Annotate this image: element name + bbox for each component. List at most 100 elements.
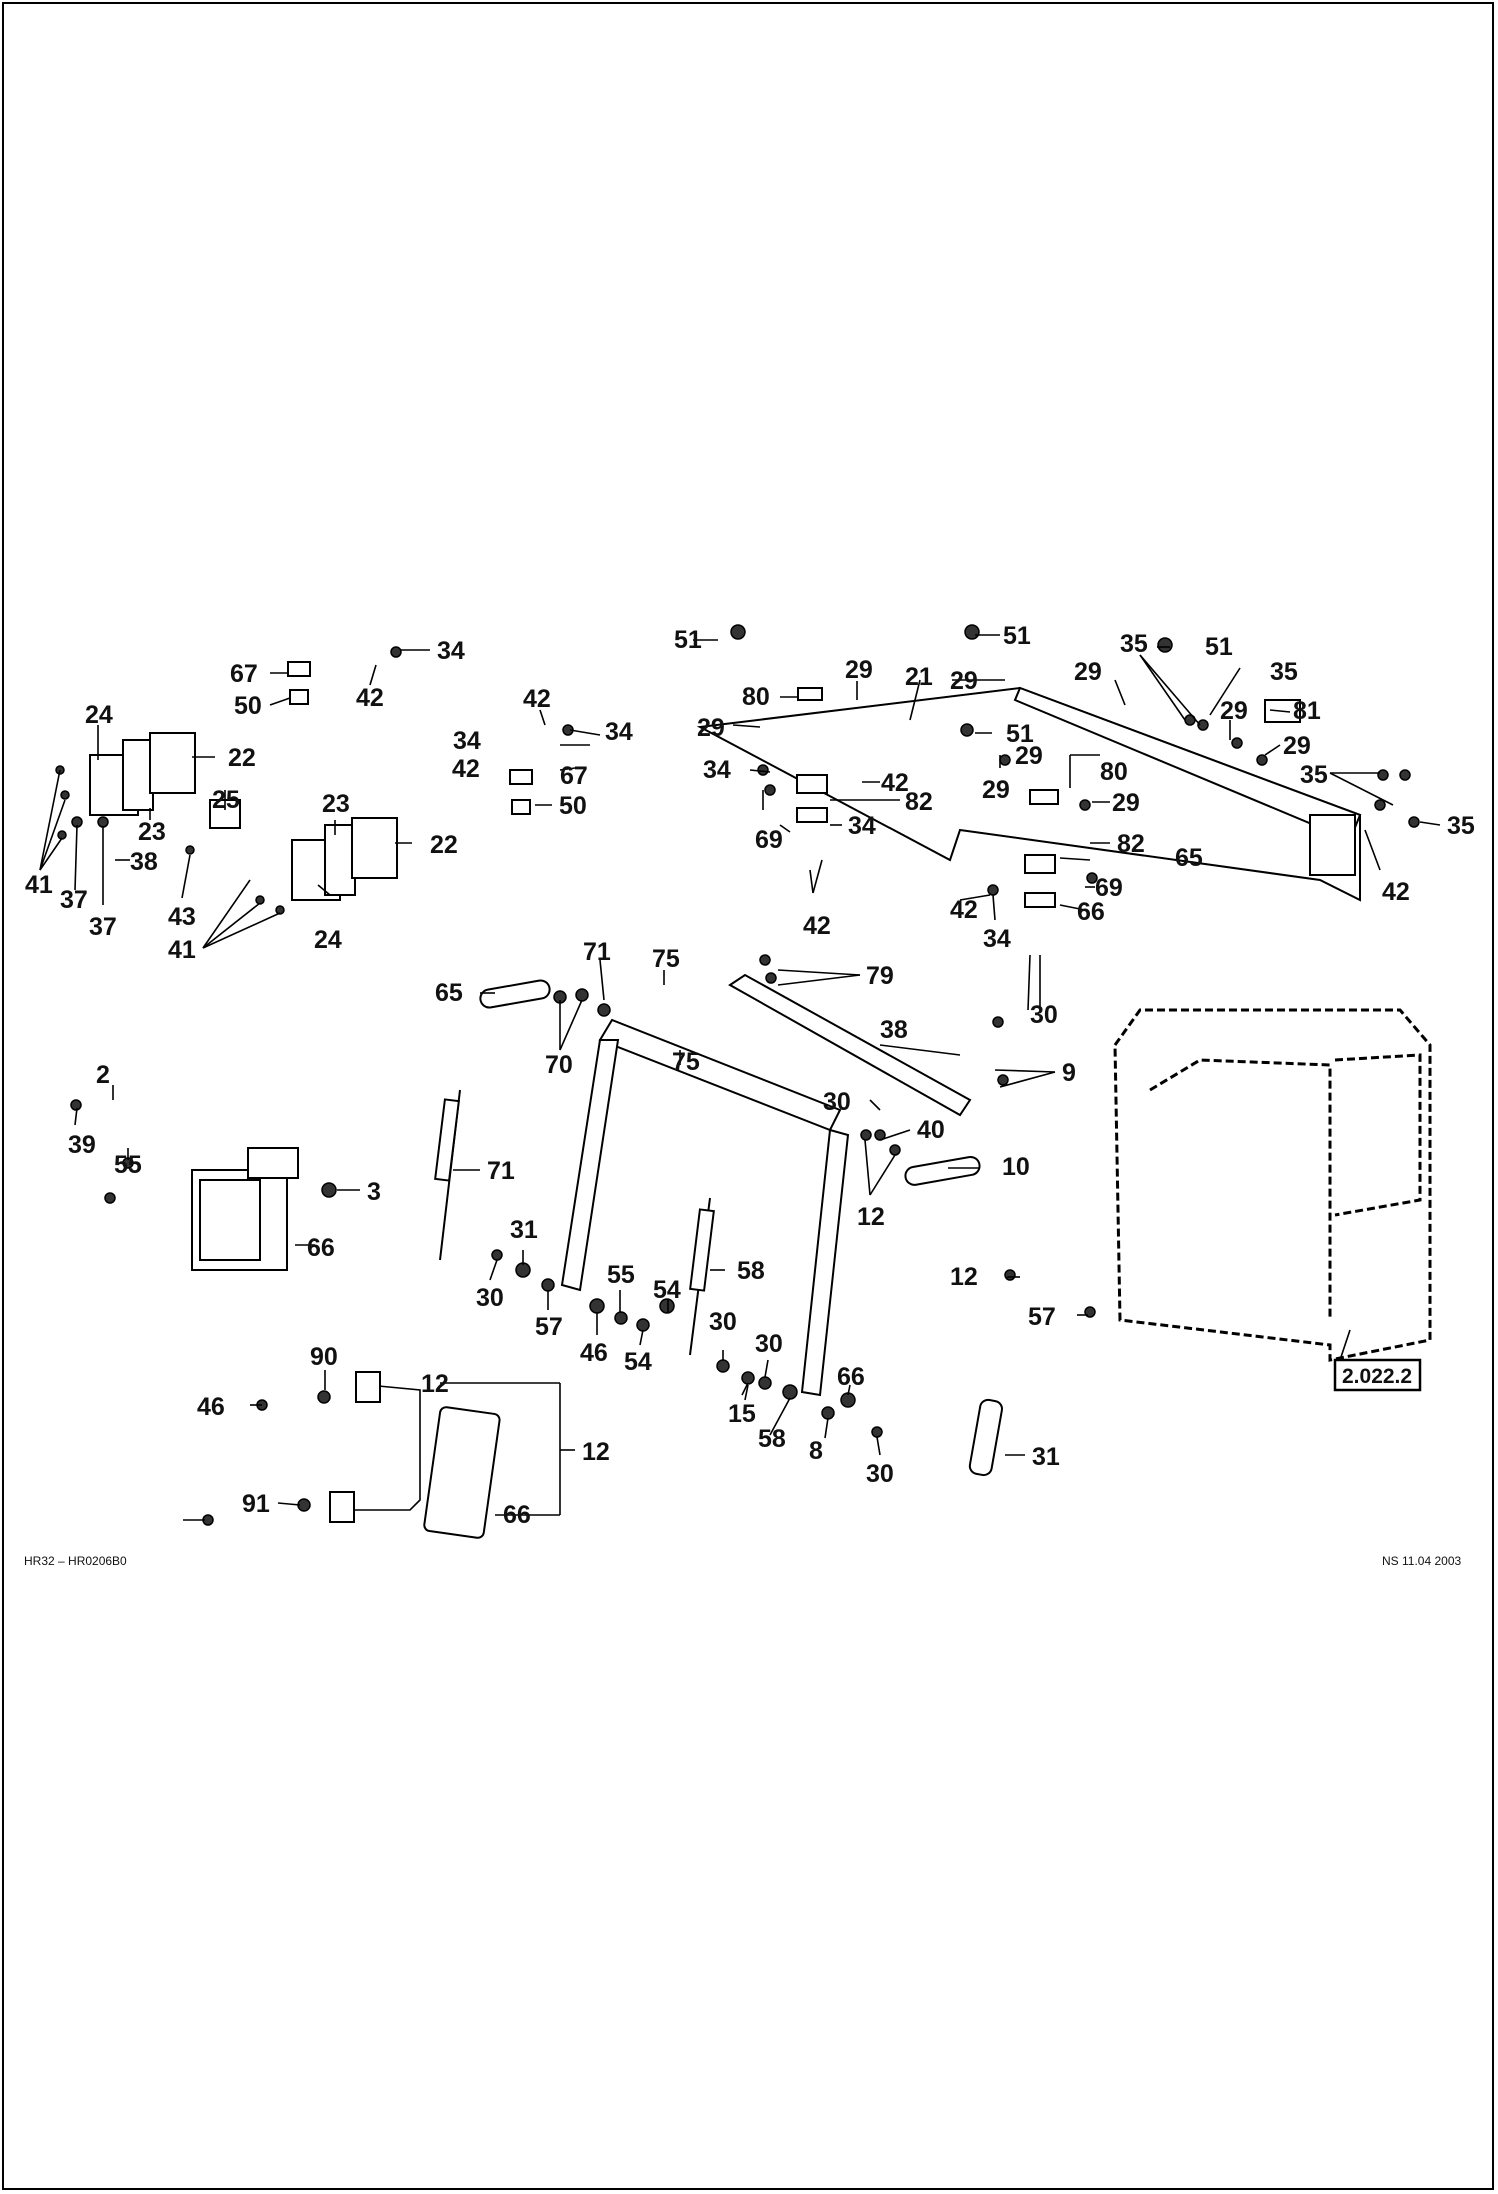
callout-10: 66 [307,1234,335,1262]
fasteners [55,624,1420,1526]
callout-34e: 82 [1117,830,1145,858]
mirror-clamp-lower [329,1491,355,1523]
callout-75b: 9 [1062,1059,1076,1087]
callout-3: 10 [1002,1153,1030,1181]
callout-23a: 23 [138,818,166,846]
callout-39: 55 [114,1151,142,1179]
callout-57b: 30 [709,1308,737,1336]
gas-strut-55b-body [689,1208,715,1292]
callout-69a: 34 [848,812,876,840]
callout-80a: 80 [742,683,770,711]
callout-43: 43 [168,903,196,931]
callout-34d: 34 [703,756,731,784]
callout-29e: 29 [697,714,725,742]
mount-67a [287,661,311,677]
callout-79: 65 [435,979,463,1007]
callout-54a: 12 [950,1263,978,1291]
callout-35d: 35 [1447,812,1475,840]
frame-left-leg [560,1039,620,1292]
callout-31b: 30 [866,1460,894,1488]
callout-57a: 54 [653,1276,681,1304]
callout-29h: 29 [982,776,1010,804]
clip-69b [1024,892,1056,908]
callout-38a: 38 [130,848,158,876]
callout-81: 81 [1293,697,1321,725]
gas-strut-55a-body [434,1098,460,1182]
callout-75a: 79 [866,962,894,990]
speaker-22b [351,817,398,879]
callout-29i: 29 [1112,789,1140,817]
mount-50b [511,799,531,815]
callout-51b: 51 [1003,622,1031,650]
callout-29g: 29 [1283,732,1311,760]
clip-69a [796,807,828,823]
callout-82b: 65 [1175,844,1203,872]
callout-25: 25 [212,786,240,814]
callout-55b: 58 [737,1257,765,1285]
callout-42c: 42 [452,755,480,783]
footer-right: NS 11.04 2003 [1382,1554,1461,1568]
callout-29a: 29 [845,656,873,684]
reference-box-label: 2.022.2 [1342,1365,1412,1388]
callout-30a: 70 [545,1051,573,1079]
callout-42d: 42 [881,769,909,797]
callout-51a: 51 [674,626,702,654]
cab-inner-frame [1149,1058,1332,1320]
callout-30f: 91 [242,1490,270,1518]
callout-41b: 41 [168,936,196,964]
callout-24a: 24 [85,701,113,729]
callout-71a: 75 [652,945,680,973]
leader-lines [39,634,1441,1521]
callout-51c: 51 [1205,633,1233,661]
callout-91: 66 [503,1501,531,1529]
callout-labels: 34 42 67 50 24 22 23 25 41 37 38 37 43 4… [25,622,1475,1529]
callout-67b: 67 [560,762,588,790]
pad-80a [797,687,823,701]
callout-30e: 90 [310,1343,338,1371]
callout-42a: 42 [356,684,384,712]
callout-2: 75 [672,1048,700,1076]
callout-55a: 71 [487,1157,515,1185]
mount-67b [509,769,533,785]
mount-50a [289,689,309,705]
callout-21: 21 [905,663,933,691]
callout-15: 12 [582,1438,610,1466]
callout-80b: 80 [1100,758,1128,786]
callout-35c: 35 [1300,761,1328,789]
callout-65b: 30 [1030,1001,1058,1029]
callout-30b: 40 [917,1116,945,1144]
bar-70 [728,973,972,1117]
callout-54b: 57 [1028,1303,1056,1331]
callout-12d: 58 [758,1425,786,1453]
mirror-arm-90 [340,1384,421,1511]
callout-29j: 42 [1382,878,1410,906]
callout-40: 3 [367,1178,381,1206]
callout-12b: 46 [580,1339,608,1367]
callout-38b: 2 [96,1061,110,1089]
mirror-clamp-upper [355,1371,381,1403]
callout-50b: 50 [559,792,587,820]
callout-34b: 34 [605,718,633,746]
speaker-plate-23b [324,824,356,896]
callout-69b: 66 [1077,898,1105,926]
callout-9: 39 [68,1131,96,1159]
block-82a [796,774,828,794]
callout-66c: 46 [197,1393,225,1421]
callout-42e: 69 [755,826,783,854]
mirror-91 [423,1406,501,1539]
callout-31a: 30 [476,1284,504,1312]
callout-42g: 69 [1095,874,1123,902]
link-3 [904,1155,981,1186]
callout-22a: 22 [228,744,256,772]
callout-65a: 42 [803,912,831,940]
callout-35b: 35 [1270,658,1298,686]
callout-29d: 29 [1220,697,1248,725]
callout-41a: 41 [25,871,53,899]
work-light-lens [199,1179,261,1261]
callout-50a: 50 [234,692,262,720]
callout-71b: 30 [823,1088,851,1116]
callout-23b: 23 [322,790,350,818]
callout-58a: 57 [535,1313,563,1341]
